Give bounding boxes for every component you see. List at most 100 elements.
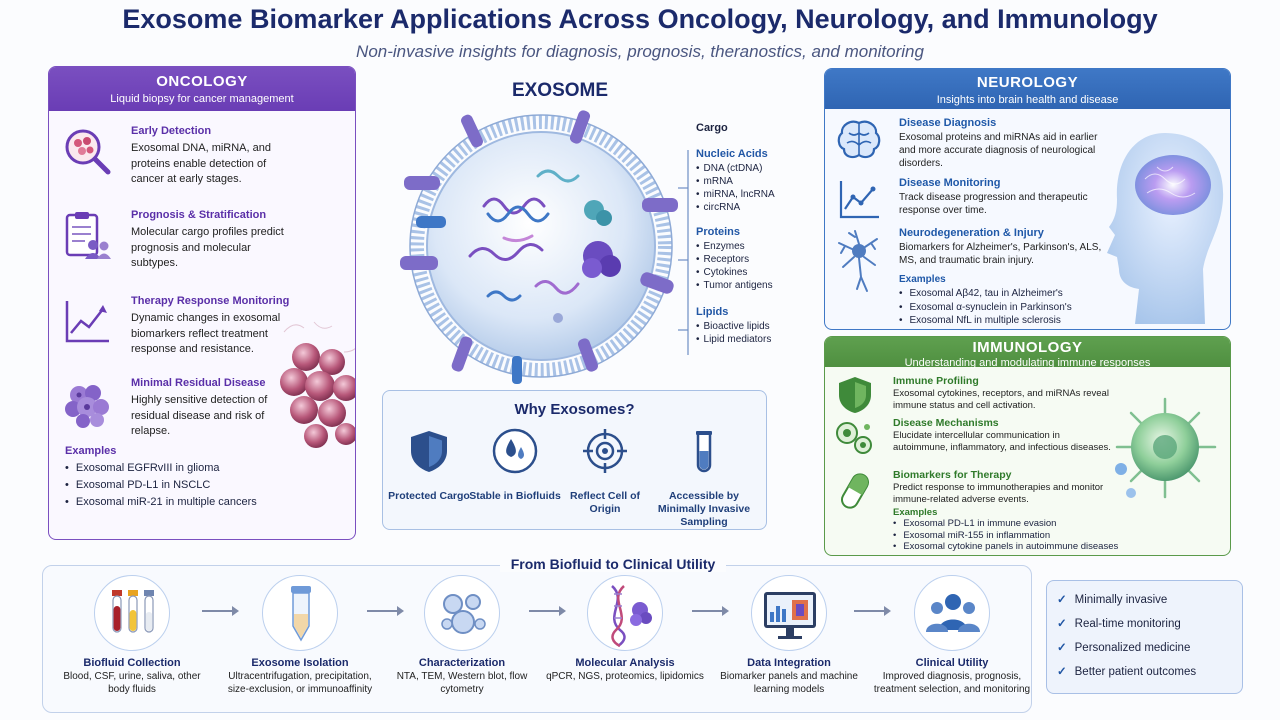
magnifier-cells-icon [65,129,111,175]
neurology-item-title: Disease Diagnosis [899,117,997,129]
benefit-label: Personalized medicine [1074,642,1191,654]
list-item: Enzymes [696,240,814,253]
list-item: Lipid mediators [696,333,814,346]
list-item: Exosomal NfL in multiple sclerosis [899,314,1099,328]
brain-icon [837,120,881,159]
list-item: DNA (ctDNA) [696,162,814,175]
list-item: Receptors [696,253,814,266]
oncology-title: ONCOLOGY [156,73,248,90]
why-exosomes-box: Why Exosomes? Protected Cargo Stable in … [382,390,767,530]
step-icon-circle [587,575,663,651]
nucleic-acids-title: Nucleic Acids [696,148,768,160]
cargo-bracket [678,150,689,355]
step-icon-circle [751,575,827,651]
neurology-examples: Examples Exosomal Aβ42, tau in Alzheimer… [899,274,1099,328]
trend-chart-icon [839,181,879,219]
why-label: Reflect Cell of Origin [569,490,640,515]
step-text: qPCR, NGS, proteomics, lipidomics [546,671,704,682]
step-title: Characterization [418,657,506,669]
workflow-step-isolation: Exosome Isolation Ultracentrifugation, p… [220,575,380,696]
benefit-label: Better patient outcomes [1074,666,1197,678]
neurology-subtitle: Insights into brain health and disease [936,94,1119,106]
immunology-subtitle: Understanding and modulating immune resp… [904,357,1151,369]
oncology-item-title: Prognosis & Stratification [131,209,267,221]
list-item: miRNA, lncRNA [696,188,814,201]
dna-icon [611,585,652,648]
clipboard-patients-icon [65,212,111,259]
list-item: Bioactive lipids [696,320,814,333]
step-title: Biofluid Collection [83,657,181,669]
oncology-header: ONCOLOGY Liquid biopsy for cancer manage… [49,67,355,111]
target-icon [583,429,627,473]
workflow-step-molecular: Molecular Analysis qPCR, NGS, proteomics… [545,575,705,684]
immunology-header: IMMUNOLOGY Understanding and modulating … [825,337,1230,369]
list-item: Exosomal PD-L1 in immune evasion [893,518,1213,530]
workflow-step-integration: Data Integration Biomarker panels and ma… [709,575,869,696]
arrow-right-icon [202,606,239,616]
exosome-illustration [400,110,678,384]
step-text: Improved diagnosis, prognosis, treatment… [873,671,1031,695]
why-title: Why Exosomes? [514,401,635,418]
why-item-protected: Protected Cargo [383,427,475,503]
check-icon: ✓ [1057,666,1067,678]
arrow-right-icon [854,606,891,616]
oncology-subtitle: Liquid biopsy for cancer management [110,93,294,105]
neurology-item-text: Track disease progression and therapeuti… [899,192,1088,216]
oncology-item-text: Dynamic changes in exosomal biomarkers r… [131,312,281,355]
immune-cell-icon [1115,397,1217,499]
why-label: Protected Cargo [388,490,470,502]
why-label: Accessible by Minimally Invasive Samplin… [657,490,751,528]
workflow-step-biofluid: Biofluid Collection Blood, CSF, urine, s… [52,575,212,696]
immunology-examples: Examples Exosomal PD-L1 in immune evasio… [893,507,1213,553]
head-brain-icon [1107,133,1224,324]
cells-icon [836,422,872,454]
oncology-item-text: Exosomal DNA, miRNA, and proteins enable… [131,142,271,185]
list-item: Cytokines [696,266,814,279]
list-item: Exosomal cytokine panels in autoimmune d… [893,541,1213,553]
neurology-item-title: Neurodegeneration & Injury [899,227,1044,239]
shield-icon [839,377,871,413]
list-item: Tumor antigens [696,279,814,292]
step-text: NTA, TEM, Western blot, flow cytometry [396,671,528,695]
list-item: circRNA [696,201,814,214]
immunology-item-title: Biomarkers for Therapy [893,469,1012,481]
lipids-title: Lipids [696,306,729,318]
oncology-item-title: Early Detection [131,125,212,137]
people-icon [926,594,980,632]
immunology-title: IMMUNOLOGY [972,339,1083,356]
list-item: mRNA [696,175,814,188]
shield-icon [411,431,447,472]
benefit-item: ✓Personalized medicine [1057,640,1190,654]
arrow-right-icon [529,606,566,616]
vesicles-icon [441,594,486,634]
arrow-right-icon [367,606,404,616]
test-tube-icon [696,431,712,473]
neurology-panel: NEUROLOGY Insights into brain health and… [824,68,1231,330]
cargo-title: Cargo [696,122,728,134]
check-icon: ✓ [1057,594,1067,606]
step-title: Exosome Isolation [251,657,349,669]
step-icon-circle [424,575,500,651]
trend-chart-icon [65,301,109,343]
benefit-item: ✓ Better patient outcomes [1057,664,1196,678]
list-item: Exosomal Aβ42, tau in Alzheimer's [899,287,1099,301]
benefit-item: ✓Minimally invasive [1057,592,1167,606]
cell-cluster-icon [65,385,109,428]
tumor-cells-icon [280,321,355,448]
list-item: Exosomal PD-L1 in NSCLC [65,477,345,494]
oncology-examples: Examples Exosomal EGFRvIII in glioma Exo… [65,445,345,511]
step-text: Ultracentrifugation, precipitation, size… [227,671,373,695]
exosome-label: EXOSOME [511,80,609,101]
workflow-box [42,565,1032,713]
list-item: Exosomal miR-21 in multiple cancers [65,494,345,511]
oncology-item-title: Minimal Residual Disease [131,377,266,389]
step-icon-circle [94,575,170,651]
step-title: Data Integration [747,657,831,669]
immunology-item-title: Immune Profiling [893,375,979,387]
workflow-step-clinical: Clinical Utility Improved diagnosis, pro… [872,575,1032,696]
monitor-icon [764,592,816,639]
benefits-box: ✓Minimally invasive ✓Real-time monitorin… [1046,580,1243,694]
cargo-legend: Cargo Nucleic Acids DNA (ctDNA) mRNA miR… [696,122,814,346]
neurology-item-text: Biomarkers for Alzheimer's, Parkinson's,… [899,242,1102,266]
why-item-stable: Stable in Biofluids [469,427,561,503]
